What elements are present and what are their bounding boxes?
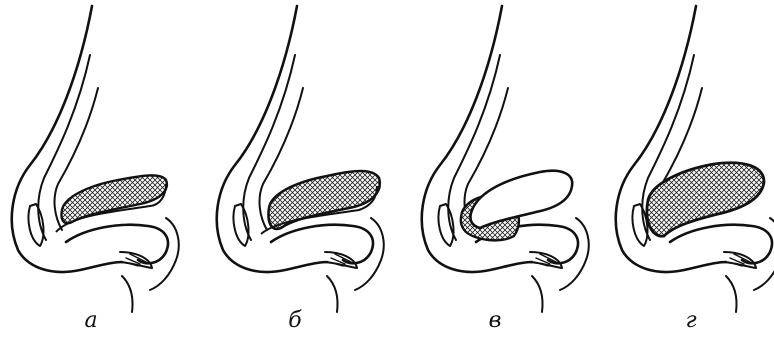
caption-b: б [280,308,310,333]
implant-thin [61,175,166,223]
implant-thick [269,171,380,229]
caption-v: в [480,308,510,333]
implant-white [470,171,572,228]
panel-g [616,6,774,312]
panel-a [12,6,179,312]
panel-v [422,6,589,312]
panel-b [217,6,384,312]
caption-a: а [76,308,106,333]
caption-g: г [676,308,706,333]
